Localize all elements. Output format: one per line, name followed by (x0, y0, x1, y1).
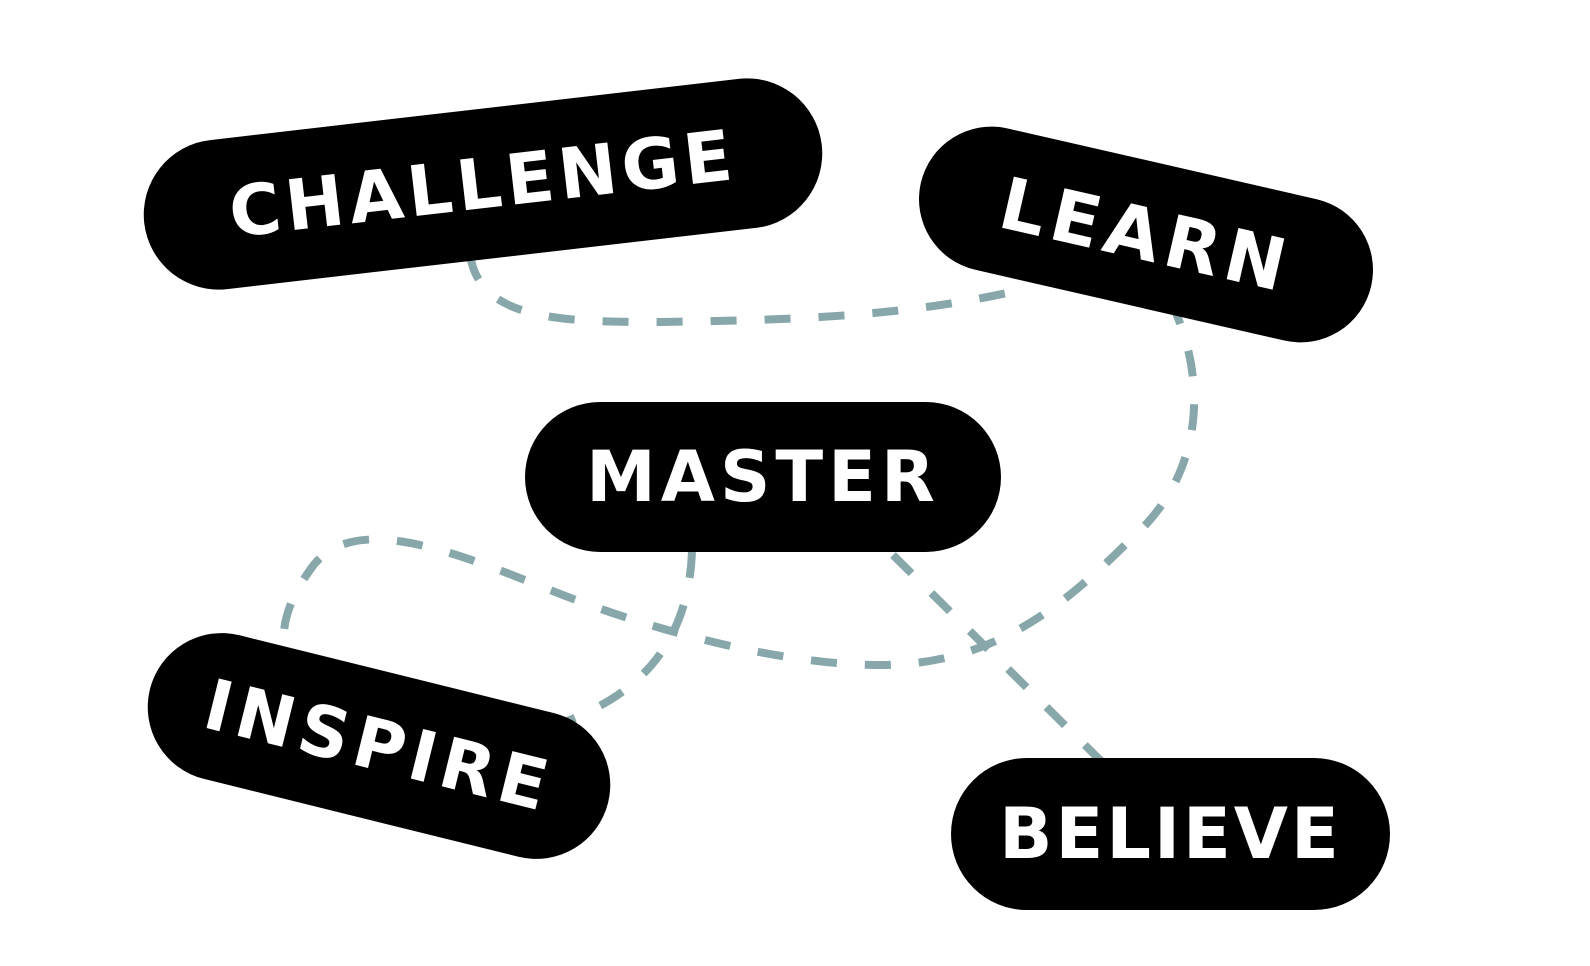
connector-master-inspire (558, 551, 696, 728)
node-master-label: MASTER (586, 436, 940, 518)
node-challenge-label: CHALLENGE (224, 113, 742, 255)
node-believe: BELIEVE (951, 758, 1390, 910)
node-learn-label: LEARN (992, 160, 1300, 309)
node-master: MASTER (525, 402, 1001, 552)
node-believe-label: BELIEVE (999, 793, 1342, 875)
connector-challenge-learn (466, 254, 1021, 327)
